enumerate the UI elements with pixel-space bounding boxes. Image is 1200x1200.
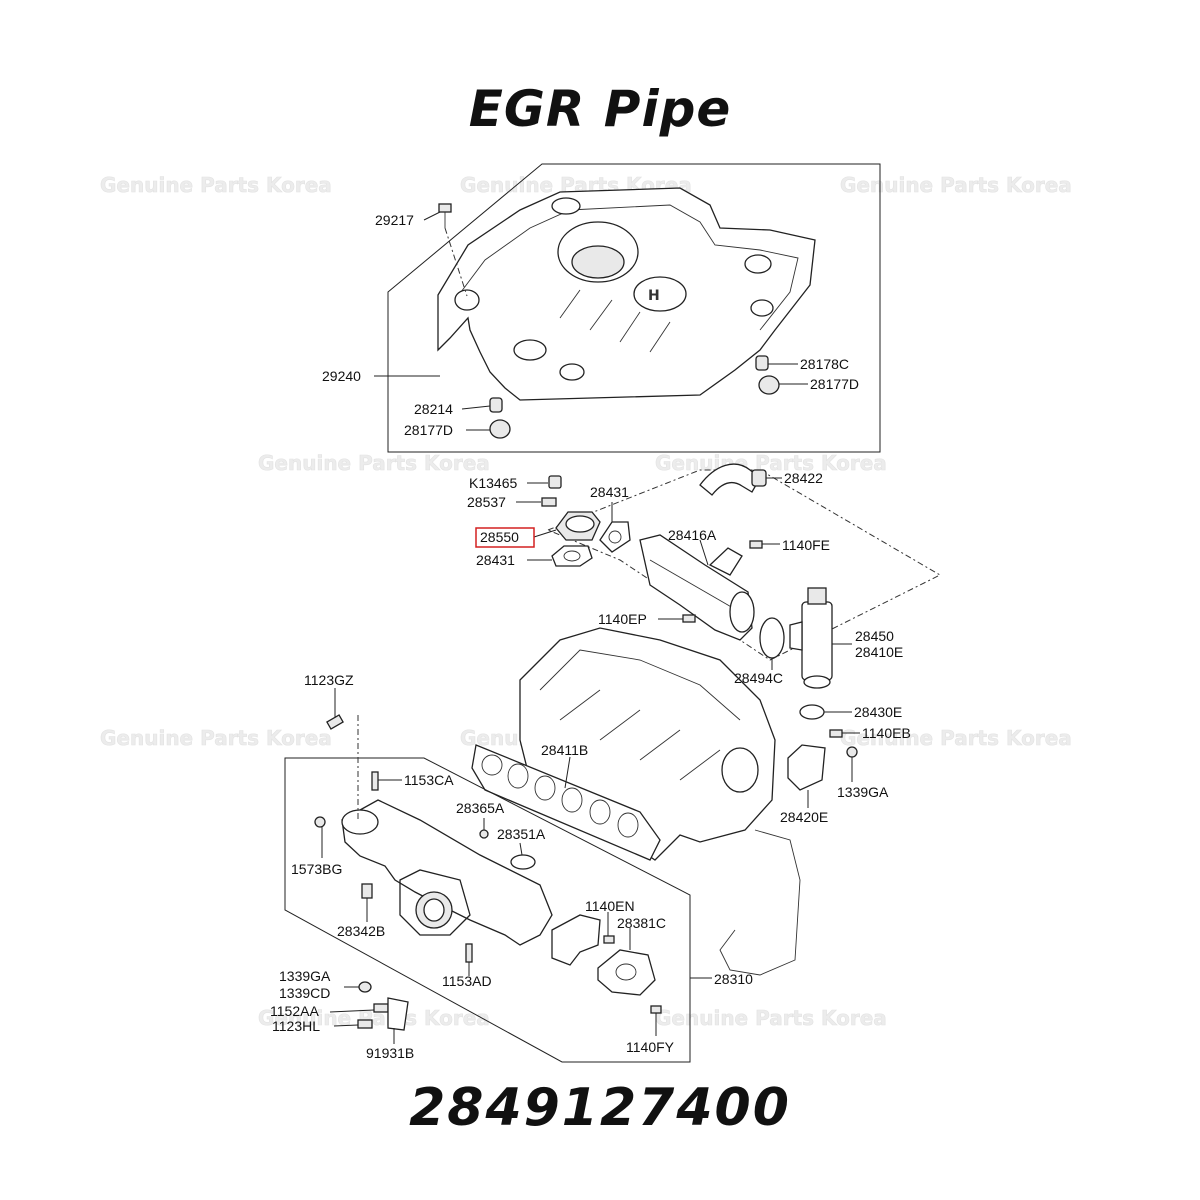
engine-cover-group: H — [374, 163, 881, 453]
gasket-28431-upper — [599, 521, 631, 553]
label-28431-upper: 28431 — [590, 484, 629, 500]
nut-1339GA-CD — [358, 981, 372, 993]
label-1123GZ: 1123GZ — [304, 672, 354, 688]
actuator-28381C — [597, 949, 656, 996]
grommet-28178C — [755, 355, 769, 371]
oring-28351A — [510, 854, 536, 870]
grommet-28177D-right — [758, 375, 780, 395]
label-28422: 28422 — [784, 470, 823, 486]
label-1339CD: 1339CD — [279, 985, 330, 1001]
part-labels: 29217 29240 28214 28177D 28178C 28177D K… — [270, 212, 911, 1061]
label-1140EP: 1140EP — [598, 611, 647, 627]
nut-K13465 — [548, 475, 562, 489]
stud-1153CA — [371, 771, 379, 791]
label-28177D-left: 28177D — [404, 422, 453, 438]
label-1153CA: 1153CA — [404, 772, 454, 788]
intake-manifold-group — [284, 688, 712, 1063]
label-91931B: 91931B — [366, 1045, 414, 1061]
label-28431-lower: 28431 — [476, 552, 515, 568]
label-28342B: 28342B — [337, 923, 385, 939]
label-29240: 29240 — [322, 368, 361, 384]
label-28416A: 28416A — [668, 527, 717, 543]
bracket-91931B — [387, 997, 409, 1031]
label-1123HL: 1123HL — [272, 1018, 320, 1034]
watermark-6: Genuine Parts Korea — [100, 726, 332, 750]
nut-1339GA — [846, 746, 858, 758]
stud-1153AD — [465, 943, 473, 963]
label-28365A: 28365A — [456, 800, 505, 816]
svg-text:H: H — [648, 288, 660, 304]
label-K13465: K13465 — [469, 475, 517, 491]
watermark-8: Genuine Parts Korea — [840, 726, 1072, 750]
bolt-28365A — [479, 829, 489, 839]
watermark-10: Genuine Parts Korea — [655, 1006, 887, 1030]
adapter-28420E — [787, 744, 826, 791]
bolt-1123GZ — [326, 714, 344, 730]
label-1140FE: 1140FE — [782, 537, 830, 553]
label-28410E: 28410E — [855, 644, 903, 660]
gasket-28494C — [759, 617, 785, 659]
gasket-28431-lower — [551, 545, 593, 567]
label-29217: 29217 — [375, 212, 414, 228]
label-1339GA-left: 1339GA — [279, 968, 331, 984]
bolt-1140EP — [682, 614, 696, 623]
part-number: 2849127400 — [409, 1078, 791, 1138]
gasket-28430E — [799, 704, 825, 720]
label-28177D-right: 28177D — [810, 376, 859, 392]
egr-valve-28450 — [801, 601, 833, 681]
grommet-28214 — [489, 397, 503, 413]
egr-cooler-28416A — [639, 534, 753, 641]
label-1153AD: 1153AD — [442, 973, 492, 989]
watermark-4: Genuine Parts Korea — [258, 451, 490, 475]
label-28214: 28214 — [414, 401, 453, 417]
grommet-28177D-left — [489, 419, 511, 439]
label-1573BG: 1573BG — [291, 861, 342, 877]
label-28178C: 28178C — [800, 356, 849, 372]
egr-valve-group — [787, 587, 860, 808]
label-1152AA: 1152AA — [270, 1003, 319, 1019]
label-1140EB: 1140EB — [862, 725, 911, 741]
label-28411B: 28411B — [541, 742, 588, 758]
bolt-1140FY — [650, 1005, 662, 1014]
label-28420E: 28420E — [780, 809, 828, 825]
label-28310: 28310 — [714, 971, 753, 987]
label-1339GA-right: 1339GA — [837, 784, 889, 800]
diagram-title: EGR Pipe — [468, 80, 732, 138]
label-28537: 28537 — [467, 494, 506, 510]
label-28351A: 28351A — [497, 826, 546, 842]
watermark-3: Genuine Parts Korea — [840, 173, 1072, 197]
label-1140FY: 1140FY — [626, 1039, 675, 1055]
watermark-1: Genuine Parts Korea — [100, 173, 332, 197]
egr-pipe-group — [516, 463, 942, 670]
highlight-box-28550 — [475, 527, 535, 548]
bolt-29217 — [438, 203, 452, 228]
gasket-28411B — [471, 744, 661, 861]
bolt-1140EB — [829, 729, 843, 738]
bolt-1140FE — [749, 540, 763, 549]
label-28450: 28450 — [855, 628, 894, 644]
plug-1573BG — [314, 816, 326, 828]
label-28430E: 28430E — [854, 704, 902, 720]
label-28381C: 28381C — [617, 915, 666, 931]
bolt-1152AA — [373, 1003, 389, 1013]
pin-28342B — [361, 883, 373, 899]
label-28550: 28550 — [480, 529, 519, 545]
bracket-1140EN — [551, 914, 601, 966]
label-1140EN: 1140EN — [585, 898, 635, 914]
bolt-1123HL — [357, 1019, 373, 1029]
intake-manifold-28310 — [341, 799, 553, 946]
label-28494C: 28494C — [734, 670, 783, 686]
watermark-5: Genuine Parts Korea — [655, 451, 887, 475]
